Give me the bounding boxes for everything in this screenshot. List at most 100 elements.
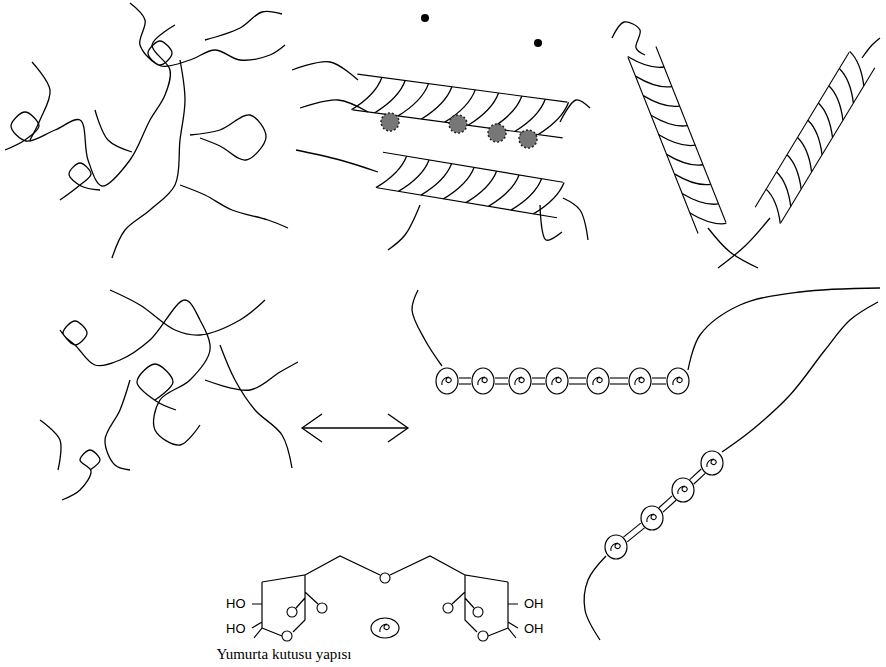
ionic-bridge (663, 500, 676, 512)
ionic-bridge (627, 528, 644, 542)
polymer-chain (112, 60, 185, 258)
ring-bonds (390, 556, 518, 638)
polymer-chain (190, 115, 266, 160)
calcium-ion (605, 535, 627, 559)
ionic-bridge (623, 523, 640, 537)
helix-turn (643, 96, 679, 107)
ion-circle (587, 368, 609, 394)
helix-turn (674, 174, 710, 185)
polymer-chain (205, 362, 298, 390)
polymer-chain (95, 110, 132, 152)
helix-turn (468, 93, 498, 125)
helix-turn (515, 99, 545, 131)
polymer-chain (62, 450, 100, 500)
ionic-bridge (652, 383, 666, 384)
egg-box-chains (412, 288, 880, 640)
ion-circle (509, 368, 531, 394)
ion-circle (472, 368, 494, 394)
calcium-ion (701, 451, 723, 475)
ionic-bridge (694, 473, 705, 484)
calcium-ion (509, 368, 531, 394)
ion-mark (678, 486, 687, 494)
helix-turn (635, 76, 671, 87)
cation-cluster (488, 124, 506, 142)
arrow-shaft (302, 427, 408, 428)
polymer-chain (388, 205, 420, 250)
calcium-ion (667, 368, 689, 394)
helix-turn (850, 51, 864, 86)
helix-turn (651, 115, 687, 126)
helix-turn (421, 164, 452, 195)
helix-turn (398, 160, 429, 191)
helix-turn (375, 81, 405, 113)
helix-ribbon (351, 74, 568, 138)
cation-cluster (519, 130, 537, 148)
oxygen-atom (282, 631, 292, 641)
calcium-ion (629, 368, 651, 394)
helix-edge (628, 58, 698, 234)
ionic-bridge (495, 377, 508, 378)
helix-turn (682, 193, 718, 204)
helix-edge (377, 188, 557, 218)
ion-mark (552, 377, 561, 385)
polymer-chain (40, 420, 61, 470)
ion-mark (673, 377, 682, 385)
calcium-ion (546, 368, 568, 394)
ion-circle (371, 618, 399, 638)
helix-turn (628, 57, 664, 68)
polymer-chain (137, 364, 176, 410)
ion-circle (641, 506, 663, 530)
helix-edge (383, 152, 563, 182)
random-coil-panel (40, 290, 298, 500)
hydroxyl-label: OH (524, 622, 544, 636)
polymer-chain (718, 218, 770, 268)
polymer-chain (292, 62, 358, 80)
ionic-bridge (495, 383, 508, 384)
caption: Yumurta kutusu yapısı (217, 646, 352, 663)
helix-ribbon (755, 51, 875, 223)
helix-turn (659, 135, 695, 146)
polymer-chain (130, 3, 285, 67)
free-ion-dot (534, 39, 542, 47)
ionic-bridge (459, 383, 471, 384)
ionic-bridge (652, 377, 666, 378)
oxygen-atom (317, 603, 327, 613)
egg-box-structure (252, 556, 518, 641)
polymer-chain (862, 38, 880, 58)
polymer-chain (205, 12, 282, 40)
helix-edge (781, 68, 875, 223)
polymer-chain (60, 163, 100, 200)
polymer-chain (612, 22, 645, 55)
ion-mark (635, 377, 644, 385)
helix-ribbon (628, 46, 727, 233)
helix-turn (398, 84, 428, 116)
calcium-ion (436, 368, 458, 394)
ion-circle (436, 368, 458, 394)
ion-mark (611, 543, 620, 551)
polymer-chain (110, 290, 265, 335)
polymer-chain (296, 150, 378, 172)
polymer-chain (30, 62, 50, 140)
polymer-chain (540, 205, 562, 240)
hydroxyl-label: HO (226, 597, 246, 611)
polymer-chain (412, 290, 442, 366)
ion-circle (546, 368, 568, 394)
oxygen-atom (443, 603, 453, 613)
sugar-ring (390, 556, 518, 641)
ionic-bridge (532, 377, 545, 378)
ionic-bridge (610, 383, 628, 384)
polymer-chain (688, 288, 880, 370)
ion-circle (605, 535, 627, 559)
helix-turn (667, 154, 703, 165)
calcium-ion (472, 368, 494, 394)
ion-circle (667, 368, 689, 394)
oxygen-atom (473, 607, 483, 617)
helix-turn (839, 69, 853, 104)
polymer-chain (180, 185, 288, 228)
polymer-chain (60, 300, 210, 445)
helix-turn (376, 156, 407, 187)
sugar-ring (252, 556, 380, 641)
calcium-ion (641, 506, 663, 530)
